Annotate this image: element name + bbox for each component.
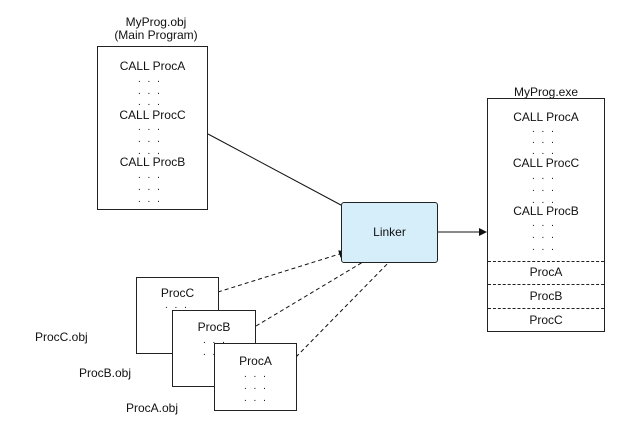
main-obj-title: MyProg.obj: [125, 15, 187, 29]
main-obj-box: CALL ProcA . . . . . . . . . CALL ProcC …: [97, 46, 208, 210]
proca-obj-filename: ProcA.obj: [126, 401, 179, 415]
main-dots-5: . . .: [138, 134, 162, 145]
exe-divider-2: [488, 284, 604, 285]
main-dots-2: . . .: [138, 86, 162, 97]
main-dots-4: . . .: [138, 122, 162, 133]
procb-obj-filename: ProcB.obj: [79, 366, 132, 380]
proca-dots-1: . . .: [244, 369, 268, 380]
exe-procc-section: ProcC: [529, 313, 563, 327]
exe-dots-5: . . .: [532, 183, 556, 194]
exe-dots-6: . . .: [532, 195, 556, 206]
procb-to-linker-arrow: [255, 252, 379, 327]
proca-dots-3: . . .: [244, 393, 268, 404]
main-obj-subtitle: (Main Program): [114, 28, 198, 42]
exe-call-procc: CALL ProcC: [512, 156, 580, 170]
main-dots-6: . . .: [138, 146, 162, 157]
main-call-proca: CALL ProcA: [119, 59, 186, 73]
exe-divider-1: [488, 261, 604, 262]
main-dots-1: . . .: [138, 74, 162, 85]
proca-obj-box: ProcA . . . . . . . . .: [214, 343, 297, 411]
main-dots-8: . . .: [138, 182, 162, 193]
proca-obj-label: ProcA: [239, 354, 272, 368]
exe-title: MyProg.exe: [513, 85, 579, 99]
linker-box: Linker: [341, 202, 438, 263]
exe-box: CALL ProcA . . . . . . . . . CALL ProcC …: [487, 98, 605, 332]
procc-obj-label: ProcC: [160, 286, 195, 300]
exe-dots-1: . . .: [532, 124, 556, 135]
proca-to-linker-arrow: [295, 254, 397, 358]
exe-dots-8: . . .: [532, 230, 556, 241]
procb-dots-2: . . .: [203, 347, 225, 358]
main-dots-9: . . .: [138, 194, 162, 205]
procc-to-linker-arrow: [217, 250, 347, 293]
exe-call-procb: CALL ProcB: [513, 204, 579, 218]
main-dots-7: . . .: [138, 170, 162, 181]
exe-dots-3: . . .: [532, 146, 556, 157]
main-call-procb: CALL ProcB: [119, 155, 186, 169]
main-to-linker-arrow: [207, 133, 355, 213]
proca-dots-2: . . .: [244, 381, 268, 392]
procc-obj-filename: ProcC.obj: [35, 330, 88, 344]
exe-dots-4: . . .: [532, 171, 556, 182]
exe-divider-3: [488, 308, 604, 309]
main-dots-3: . . .: [138, 97, 162, 108]
procb-dots-1: . . .: [203, 335, 227, 346]
linker-label: Linker: [373, 225, 406, 239]
exe-dots-7: . . .: [532, 218, 556, 229]
exe-call-proca: CALL ProcA: [513, 110, 579, 124]
main-call-procc: CALL ProcC: [119, 108, 186, 122]
exe-procb-section: ProcB: [529, 289, 563, 303]
procb-obj-label: ProcB: [197, 320, 231, 334]
procc-dots-1: . . .: [165, 300, 189, 311]
exe-proca-section: ProcA: [529, 265, 563, 279]
exe-dots-2: . . .: [532, 135, 556, 146]
exe-dots-9: . . .: [532, 242, 556, 253]
